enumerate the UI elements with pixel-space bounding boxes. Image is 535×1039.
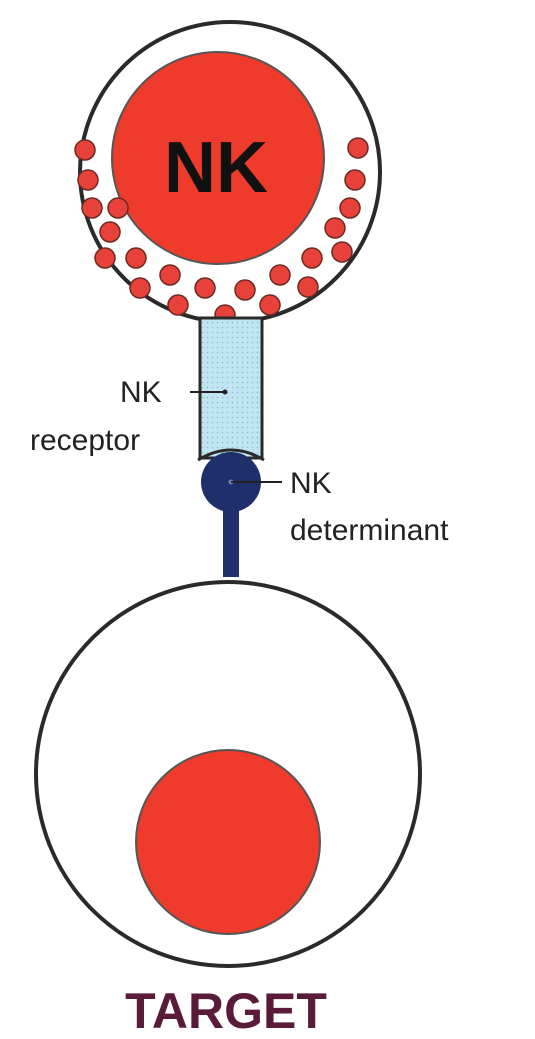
nk-determinant-label-line1: NK — [290, 467, 332, 500]
nk-cell: NK — [74, 20, 382, 326]
granule — [331, 241, 353, 263]
granule — [297, 276, 319, 298]
target-cell — [34, 580, 422, 968]
nk-receptor — [198, 316, 264, 460]
granule — [107, 197, 129, 219]
granule — [99, 221, 121, 243]
granule — [259, 294, 281, 316]
nk-cell-label: NK — [164, 128, 268, 208]
granule — [94, 247, 116, 269]
granule — [74, 139, 96, 161]
nk-receptor-label-line1: NK — [120, 376, 162, 409]
granule — [159, 264, 181, 286]
granule — [344, 169, 366, 191]
granule — [347, 137, 369, 159]
granule — [269, 264, 291, 286]
granule — [77, 169, 99, 191]
granule — [129, 277, 151, 299]
granule — [234, 279, 256, 301]
granule — [324, 217, 346, 239]
granule — [125, 247, 147, 269]
granule — [339, 197, 361, 219]
receptor-cup — [197, 448, 265, 462]
nk-determinant-label-line2: determinant — [290, 514, 449, 547]
determinant-stalk — [223, 505, 239, 577]
granule — [81, 197, 103, 219]
granule — [194, 277, 216, 299]
target-nucleus — [135, 749, 321, 935]
granule — [167, 294, 189, 316]
granule — [301, 247, 323, 269]
nk-nucleus — [111, 51, 325, 265]
nk-receptor-label-line2: receptor — [30, 424, 140, 457]
target-label: TARGET — [125, 983, 327, 1039]
